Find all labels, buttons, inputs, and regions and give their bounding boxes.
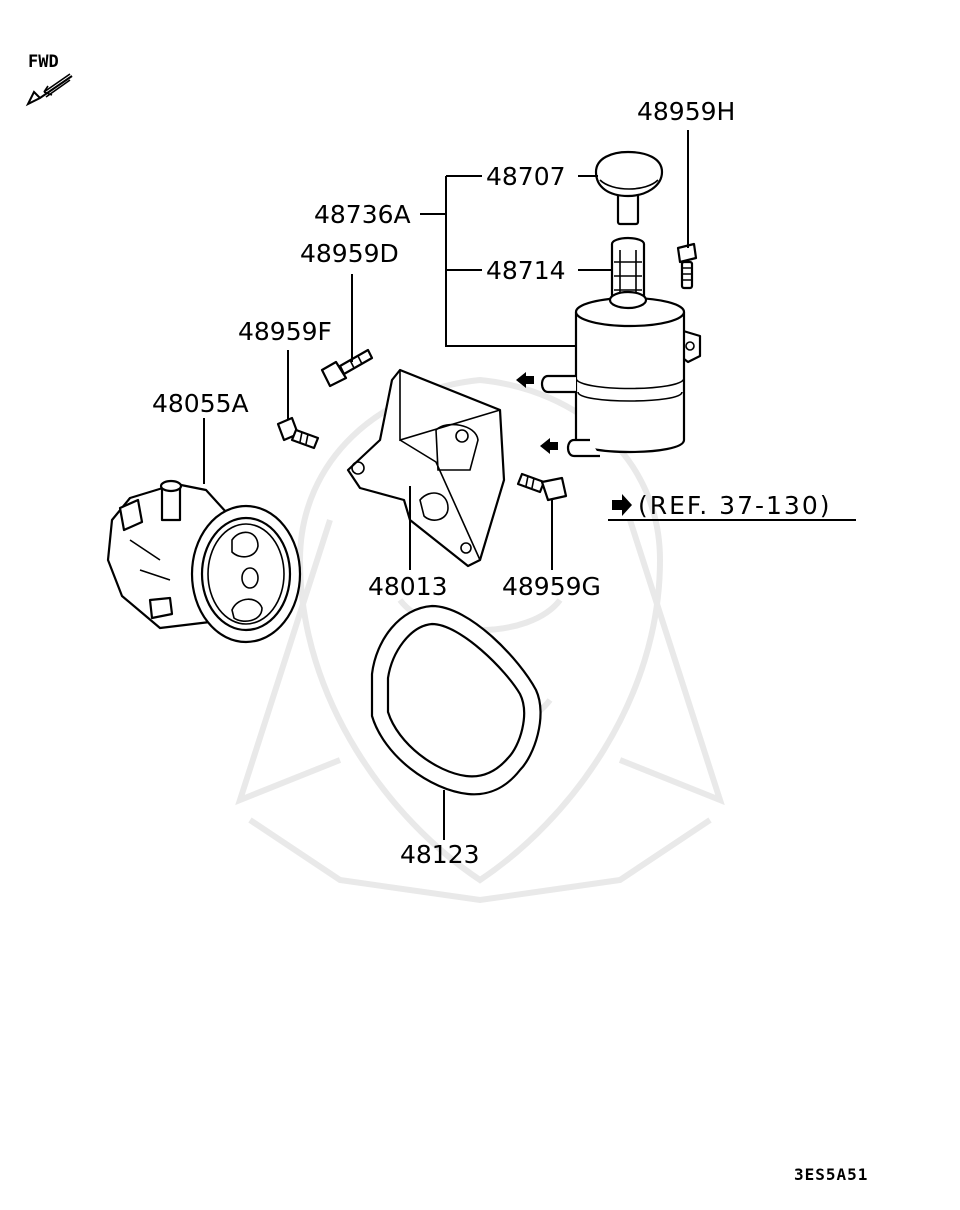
label-48123: 48123 [400, 840, 480, 869]
flow-arrow-icon [540, 438, 558, 454]
reference-text: (REF. 37-130) [638, 491, 831, 520]
label-48013: 48013 [368, 572, 448, 601]
reservoir-cap [594, 150, 664, 226]
label-48736a: 48736A [314, 200, 411, 229]
reference-arrow-icon [612, 494, 632, 516]
pump-bracket [346, 368, 506, 568]
label-48714: 48714 [486, 256, 566, 285]
label-48959h: 48959H [637, 97, 735, 126]
flow-arrow-icon [516, 372, 534, 388]
reference-note: (REF. 37-130) [612, 491, 831, 520]
bolt-48959g [516, 472, 568, 502]
label-48959g: 48959G [502, 572, 601, 601]
label-48959f: 48959F [238, 317, 332, 346]
leader-lines [203, 130, 856, 840]
fwd-label: FWD [28, 52, 59, 72]
drive-belt [370, 604, 542, 796]
oil-reservoir-tank [540, 290, 702, 458]
bolt-48959d [320, 348, 374, 388]
power-steering-pump [106, 479, 302, 644]
bolt-48959f [276, 416, 320, 450]
forward-arrow-icon: FWD [25, 52, 73, 107]
label-48959d: 48959D [300, 239, 399, 268]
bolt-48959h [676, 242, 698, 290]
diagram-code: 3ES5A51 [794, 1165, 868, 1184]
label-48707: 48707 [486, 162, 566, 191]
label-48055a: 48055A [152, 389, 249, 418]
